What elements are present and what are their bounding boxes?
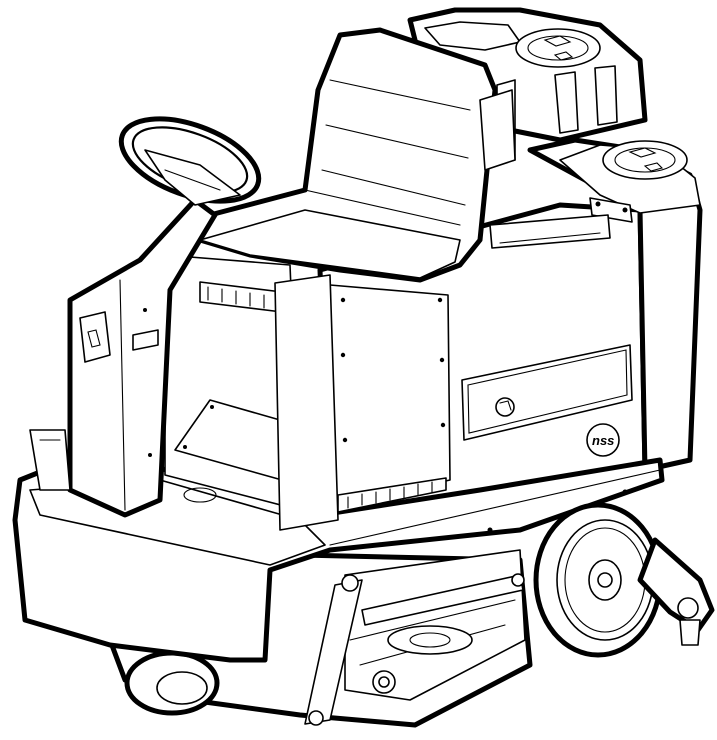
rear-wheel <box>533 502 663 658</box>
squeegee-arm <box>304 573 525 726</box>
brand-logo: nss <box>592 433 614 448</box>
steering-column <box>67 197 218 518</box>
steering-wheel <box>118 116 262 206</box>
front-wheel <box>124 650 220 716</box>
operator-seat <box>197 27 516 283</box>
side-access-panel <box>274 274 451 531</box>
foot-pedal <box>29 429 71 491</box>
squeegee-caster <box>637 537 715 646</box>
interior-panel <box>164 254 301 511</box>
